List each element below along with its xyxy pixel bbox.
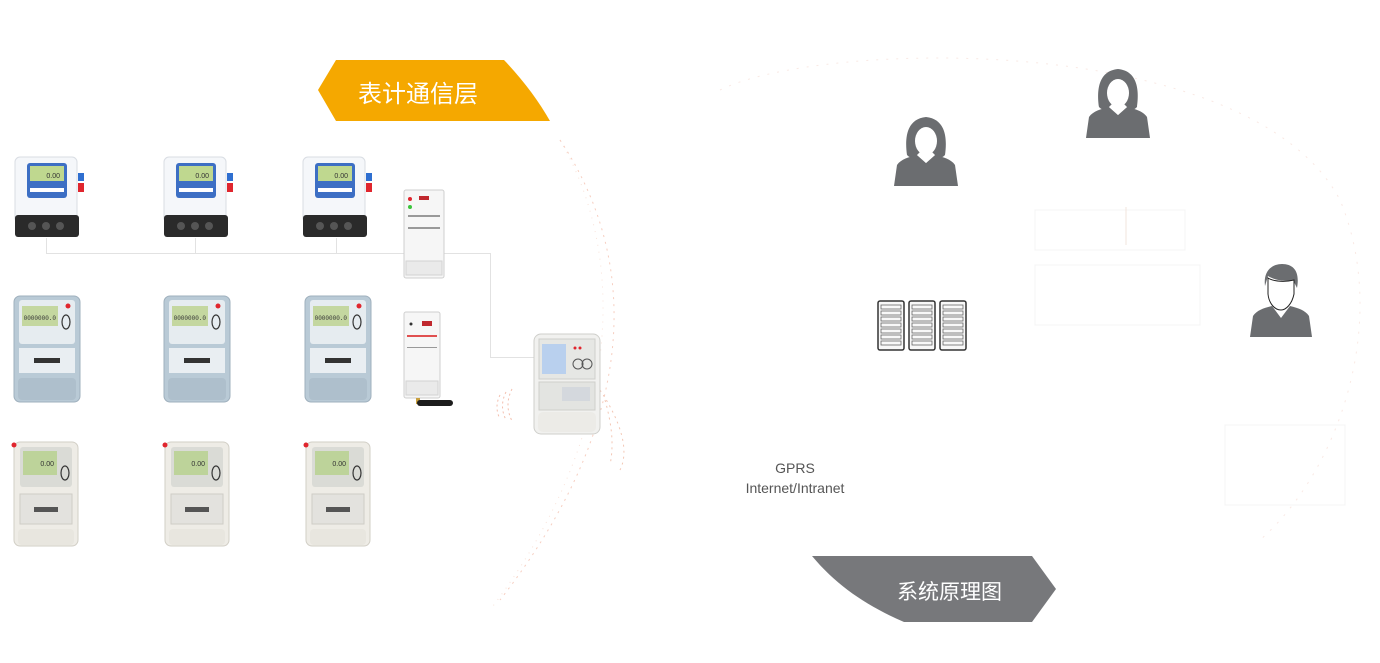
meter-display: 0.00 — [334, 173, 348, 180]
meter-display: 0000000.0 — [24, 315, 57, 322]
bus-wire-to-concentrator — [490, 357, 535, 358]
server-rack-icon — [877, 300, 967, 351]
three-phase-meter: 0000000.0 — [304, 295, 372, 403]
system-diagram-banner — [812, 556, 1056, 622]
smart-meter: 0.00 — [162, 441, 230, 547]
bus-wire-drop — [46, 238, 47, 254]
bus-wire-drop — [195, 238, 196, 254]
three-phase-meter: 0000000.0 — [163, 295, 231, 403]
gprs-collector — [403, 311, 453, 406]
female-user-icon — [894, 117, 958, 186]
network-label-internet: Internet/Intranet — [745, 480, 845, 496]
bus-wire-drop — [336, 238, 337, 254]
concentrator — [533, 333, 601, 435]
smart-meter: 0.00 — [303, 441, 371, 547]
male-user-icon — [1250, 264, 1312, 337]
system-diagram-title: 系统原理图 — [897, 580, 1002, 604]
meter-display: 0000000.0 — [315, 315, 348, 322]
meter-display: 0000000.0 — [174, 315, 207, 322]
meter-display: 0.00 — [40, 461, 54, 468]
single-phase-meter: 0.00 — [14, 156, 84, 237]
data-collector — [403, 189, 445, 279]
meter-display: 0.00 — [46, 173, 60, 180]
female-user-icon — [1086, 69, 1150, 138]
meter-layer-title: 表计通信层 — [358, 80, 478, 108]
single-phase-meter: 0.00 — [302, 156, 372, 237]
smart-meter: 0.00 — [11, 441, 79, 547]
bus-wire-vertical — [490, 253, 491, 357]
three-phase-meter: 0000000.0 — [13, 295, 81, 403]
single-phase-meter: 0.00 — [163, 156, 233, 237]
bus-wire — [46, 253, 490, 254]
network-label: GPRS Internet/Intranet — [720, 458, 870, 498]
meter-display: 0.00 — [191, 461, 205, 468]
meter-display: 0.00 — [195, 173, 209, 180]
network-label-gprs: GPRS — [775, 460, 815, 476]
meter-layer-banner — [318, 60, 550, 121]
meter-display: 0.00 — [332, 461, 346, 468]
